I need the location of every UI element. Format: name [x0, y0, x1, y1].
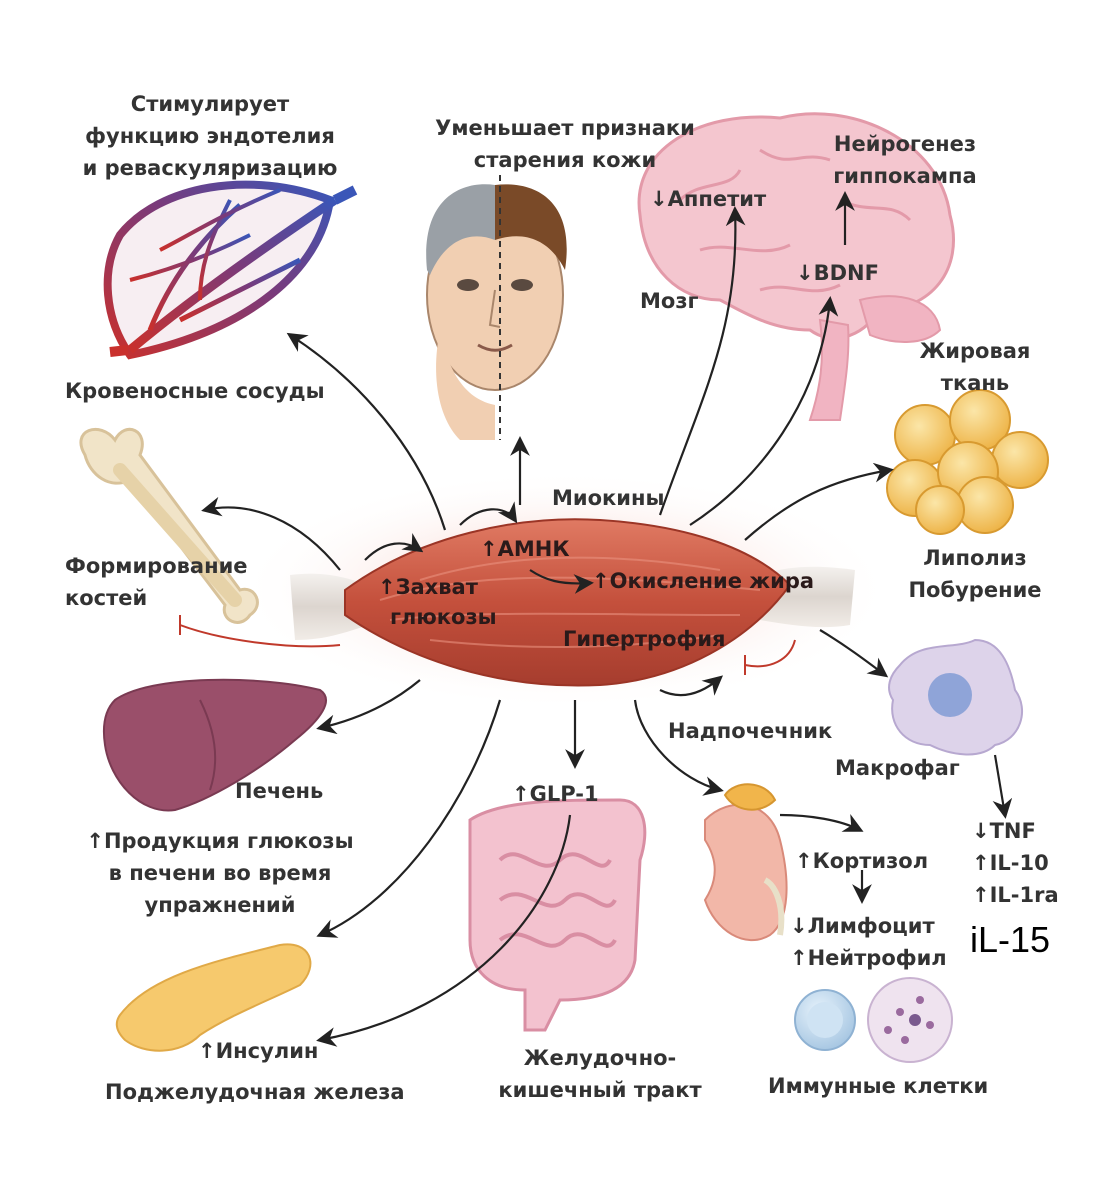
immune-cells-label: Иммунные клетки — [768, 1074, 989, 1098]
cortisol-label: ↑Кортизол — [795, 849, 929, 873]
inhibition-lines — [179, 615, 796, 675]
gi-tract-illustration — [468, 798, 647, 1032]
blood-vessels-illustration — [103, 180, 358, 360]
liver-illustration — [102, 678, 327, 812]
gi-tract-label: Желудочно-кишечный тракт — [498, 1046, 702, 1102]
macrophage-label: Макрофаг — [835, 756, 960, 780]
liver-label: Печень — [235, 779, 324, 803]
brain-illustration — [637, 112, 955, 421]
appetite-label: ↓Аппетит — [650, 187, 767, 211]
il15-label: iL-15 — [970, 919, 1051, 960]
kidney-adrenal-illustration — [703, 783, 788, 941]
macrophage-illustration — [888, 638, 1024, 756]
adrenal-label: Надпочечник — [668, 719, 833, 743]
fat-oxidation-label: ↑Окисление жира — [592, 569, 815, 593]
muscle-illustration — [235, 470, 895, 710]
face-illustration — [426, 175, 567, 440]
brain-label: Мозг — [640, 289, 699, 313]
immune-cells-illustration — [794, 977, 953, 1063]
insulin-label: ↑Инсулин — [198, 1039, 319, 1063]
hypertrophy-label: Гипертрофия — [563, 627, 726, 651]
glp1-label: ↑GLP-1 — [512, 782, 599, 806]
cytokines-label: ↓TNF↑IL-10↑IL-1ra — [972, 819, 1059, 907]
pancreas-illustration — [115, 943, 312, 1052]
vessels-label: Кровеносные сосуды — [65, 379, 325, 403]
pancreas-label: Поджелудочная железа — [105, 1080, 405, 1104]
ampk-label: ↑АМНК — [480, 537, 570, 561]
lymphocyte-neutrophil-label: ↓Лимфоцит↑Нейтрофил — [790, 914, 947, 970]
arrows — [201, 191, 1013, 1047]
bdnf-label: ↓BDNF — [796, 261, 879, 285]
adipose-tissue-illustration — [886, 389, 1049, 535]
myokines-label: Миокины — [552, 486, 665, 510]
